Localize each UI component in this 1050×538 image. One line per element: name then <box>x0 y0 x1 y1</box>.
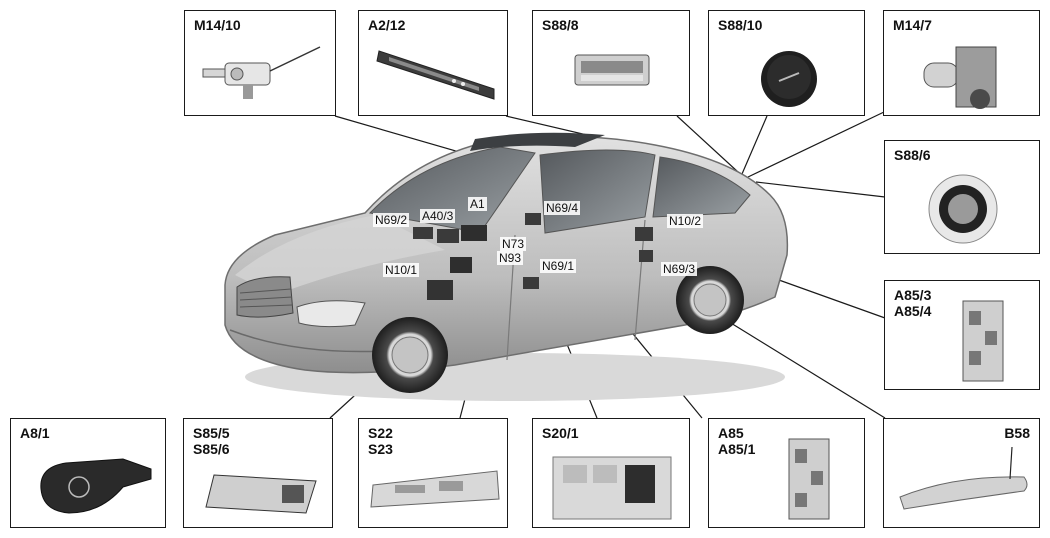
component-label: S88/10 <box>718 17 763 33</box>
component-box-a8-1: A8/1 <box>10 418 166 528</box>
component-box-a85: A85 A85/1 <box>708 418 865 528</box>
component-label: M14/7 <box>893 17 932 33</box>
car-illustration <box>215 115 800 415</box>
window-switch-image <box>552 456 672 520</box>
key-image <box>40 458 152 514</box>
push-switch-image <box>928 174 998 244</box>
component-label: S85/5 S85/6 <box>193 425 230 457</box>
component-box-s88-10: S88/10 <box>708 10 865 116</box>
component-box-b58: B58 <box>883 418 1040 528</box>
car-label-n69-3: N69/3 <box>661 262 698 276</box>
car-label-a1: A1 <box>468 197 487 211</box>
component-label: A85 A85/1 <box>718 425 756 457</box>
actuator-image <box>202 46 321 99</box>
seat-switch-image <box>205 474 317 514</box>
component-box-a85-3: A85/3 A85/4 <box>884 280 1040 390</box>
component-box-s20-1: S20/1 <box>532 418 690 528</box>
car-label-n69-4: N69/4 <box>544 201 581 215</box>
component-label: B58 <box>1004 425 1030 441</box>
component-label: S88/6 <box>894 147 931 163</box>
door-handle-image <box>899 446 1028 510</box>
component-box-s88-8: S88/8 <box>532 10 690 116</box>
car-label-n10-2: N10/2 <box>667 214 704 228</box>
door-lock-image <box>962 300 1004 382</box>
car-label-n73: N73 <box>500 237 527 251</box>
car-label-n69-2: N69/2 <box>373 213 410 227</box>
car-label-n93: N93 <box>497 251 524 265</box>
car-label-a40-3: A40/3 <box>420 209 456 223</box>
car-label-n69-1: N69/1 <box>540 259 577 273</box>
component-box-s22: S22 S23 <box>358 418 508 528</box>
component-box-s88-6: S88/6 <box>884 140 1040 254</box>
switch-image <box>574 54 650 86</box>
component-box-a2-12: A2/12 <box>358 10 508 116</box>
component-box-m14-7: M14/7 <box>883 10 1040 116</box>
component-box-s85-5: S85/5 S85/6 <box>183 418 333 528</box>
component-box-m14-10: M14/10 <box>184 10 336 116</box>
rear-door-lock-image <box>788 438 830 520</box>
latch-motor-image <box>923 46 997 109</box>
component-label: A85/3 A85/4 <box>894 287 932 319</box>
seat-control-image <box>370 470 500 508</box>
component-label: A2/12 <box>368 17 406 33</box>
car-label-n10-1: N10/1 <box>383 263 420 277</box>
antenna-image <box>376 50 495 100</box>
component-label: A8/1 <box>20 425 50 441</box>
button-image <box>761 51 817 107</box>
component-label: S20/1 <box>542 425 579 441</box>
component-label: M14/10 <box>194 17 241 33</box>
component-label: S88/8 <box>542 17 579 33</box>
component-label: S22 S23 <box>368 425 393 457</box>
